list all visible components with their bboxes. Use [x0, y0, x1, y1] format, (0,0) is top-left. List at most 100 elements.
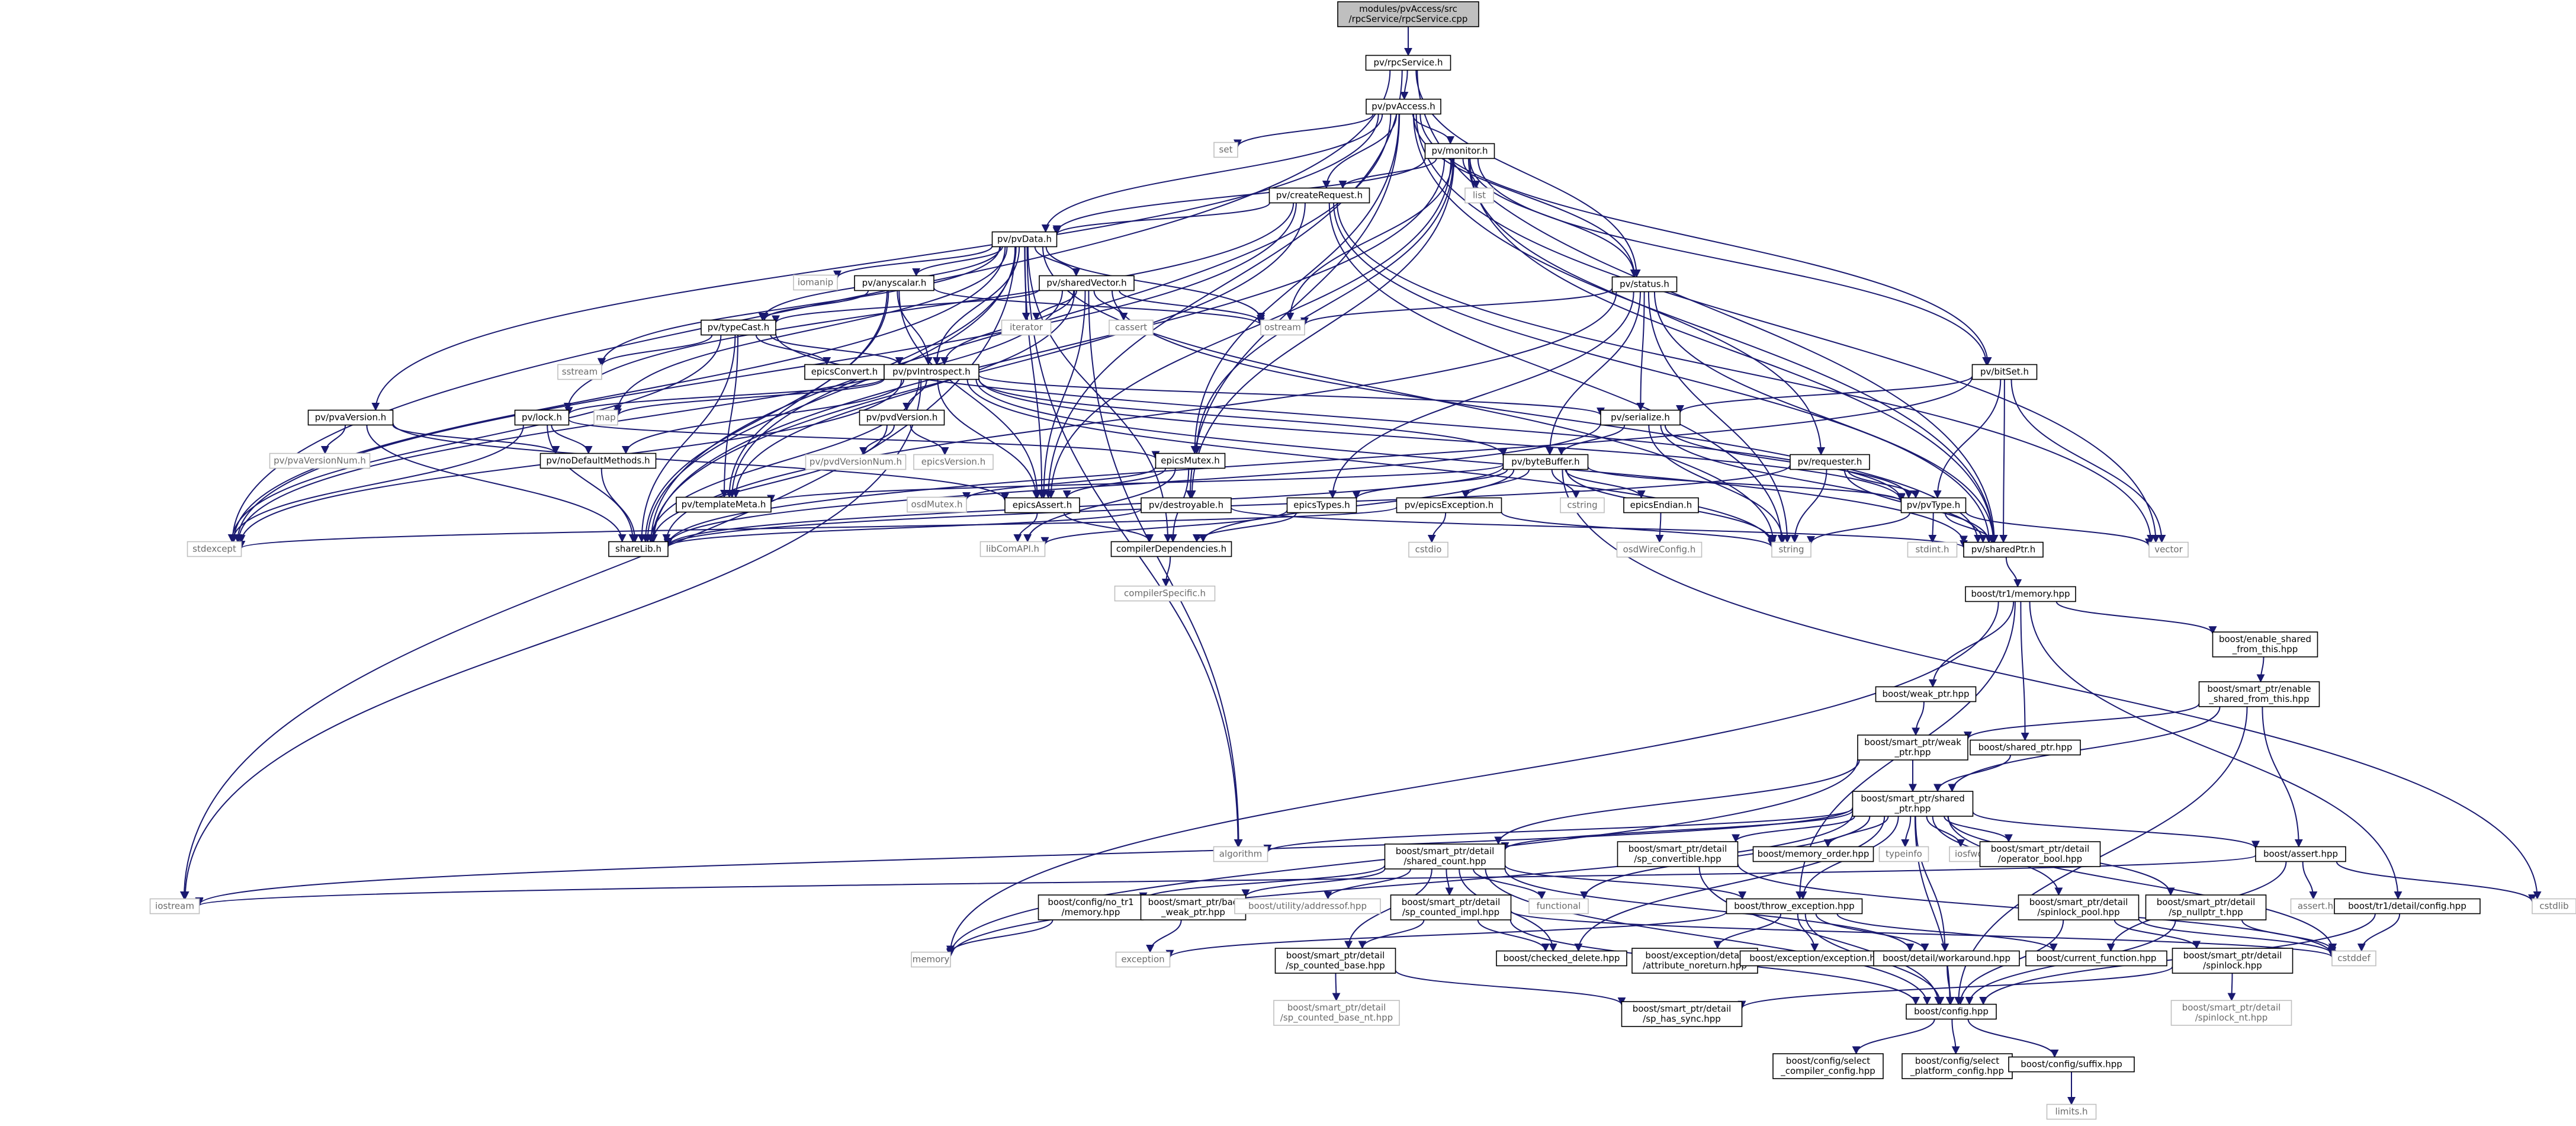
edge-enableShared-to-spEnableShared [2256, 656, 2265, 683]
node-sharedPtr[interactable]: pv/sharedPtr.h [1963, 541, 2044, 558]
node-spHasSync[interactable]: boost/smart_ptr/detail/sp_has_sync.hpp [1621, 1001, 1743, 1027]
node-templateMeta[interactable]: pv/templateMeta.h [676, 496, 772, 513]
node-requester[interactable]: pv/requester.h [1790, 454, 1870, 470]
node-checkedDelete[interactable]: boost/checked_delete.hpp [1496, 950, 1627, 967]
edge-spCountedBase-to-spCountedBaseNt [1332, 973, 1341, 1002]
node-label: memory [913, 954, 950, 965]
node-configHpp[interactable]: boost/config.hpp [1906, 1003, 1997, 1020]
node-epicsException[interactable]: pv/epicsException.h [1396, 497, 1502, 514]
node-epicsMutex[interactable]: epicsMutex.h [1155, 453, 1226, 469]
edge-typeCast-to-templateMeta [720, 335, 738, 498]
node-noDefaultMethods[interactable]: pv/noDefaultMethods.h [539, 453, 657, 469]
edge-spCountedImpl-to-checkedDelete [1477, 919, 1550, 952]
node-osdWireConfig: osdWireConfig.h [1616, 541, 1703, 558]
node-pvType[interactable]: pv/pvType.h [1900, 497, 1967, 514]
node-assertHpp[interactable]: boost/assert.hpp [2255, 846, 2346, 862]
edge-rpcService-to-status [1415, 70, 1641, 278]
edge-byteBuffer-to-epicsException [1461, 469, 1530, 499]
node-exceptionHpp[interactable]: boost/exception/exception.hpp [1739, 950, 1897, 967]
node-epicsEndian[interactable]: epicsEndian.h [1623, 497, 1699, 514]
node-suffix[interactable]: boost/config/suffix.hpp [2008, 1056, 2135, 1073]
node-workaround[interactable]: boost/detail/workaround.hpp [1873, 950, 2020, 967]
node-spCountedImpl[interactable]: boost/smart_ptr/detail/sp_counted_impl.h… [1390, 894, 1512, 920]
node-tr1Config[interactable]: boost/tr1/detail/config.hpp [2334, 898, 2481, 915]
node-sharedCount[interactable]: boost/smart_ptr/detail/shared_count.hpp [1384, 843, 1506, 870]
node-operatorBool[interactable]: boost/smart_ptr/detail/operator_bool.hpp [1979, 841, 2101, 867]
node-spinlock[interactable]: boost/smart_ptr/detail/spinlock.hpp [2172, 948, 2294, 974]
node-spWeakPtr[interactable]: boost/smart_ptr/weak_ptr.hpp [1857, 734, 1968, 761]
node-compilerDependencies[interactable]: compilerDependencies.h [1110, 541, 1232, 557]
edge-spinlockPool-to-cstddef [2138, 918, 2336, 955]
node-box [2046, 1103, 2097, 1120]
node-epicsConvert[interactable]: epicsConvert.h [804, 364, 885, 380]
node-spConvertible[interactable]: boost/smart_ptr/detail/sp_convertible.hp… [1617, 841, 1739, 867]
node-label: boost/smart_ptr/detail [1402, 897, 1501, 908]
node-createRequest[interactable]: pv/createRequest.h [1268, 187, 1370, 204]
node-lock[interactable]: pv/lock.h [514, 409, 570, 426]
node-pvdVersion[interactable]: pv/pvdVersion.h [859, 409, 945, 426]
node-serialize[interactable]: pv/serialize.h [1600, 409, 1681, 426]
edge-requester-to-pvType [1847, 469, 1920, 499]
node-spinlockPool[interactable]: boost/smart_ptr/detail/spinlock_pool.hpp [2018, 894, 2140, 920]
edge-spCountedImpl-to-spCountedBase [1358, 919, 1425, 949]
node-shareLib[interactable]: shareLib.h [608, 541, 669, 557]
node-typeCast[interactable]: pv/typeCast.h [701, 319, 776, 336]
node-tr1memory[interactable]: boost/tr1/memory.hpp [1965, 586, 2076, 602]
node-currentFunction[interactable]: boost/current_function.hpp [2025, 950, 2167, 967]
node-weakPtr[interactable]: boost/weak_ptr.hpp [1875, 686, 1977, 702]
node-monitor[interactable]: pv/monitor.h [1424, 143, 1495, 159]
node-spCountedBase[interactable]: boost/smart_ptr/detail/sp_counted_base.h… [1274, 948, 1396, 974]
edge-status-to-byteBuffer [1546, 291, 1641, 455]
node-label: boost/current_function.hpp [2037, 953, 2157, 964]
node-spSharedPtr[interactable]: boost/smart_ptr/shared_ptr.hpp [1852, 791, 1974, 817]
node-box [307, 409, 394, 426]
edge-anyscalar-to-typeCast [760, 290, 869, 321]
node-label: stdint.h [1915, 544, 1949, 555]
node-pvAccess[interactable]: pv/pvAccess.h [1366, 98, 1441, 115]
edge-spSharedPtr-to-workaround [1915, 816, 1949, 952]
edge-sharedVector-to-iterator [1032, 290, 1077, 321]
node-root[interactable]: modules/pvAccess/src/rpcService/rpcServi… [1337, 1, 1479, 27]
edge-pvAccess-to-epicsMutex [1190, 114, 1400, 454]
node-sharedVector[interactable]: pv/sharedVector.h [1039, 275, 1135, 291]
node-rpcService[interactable]: pv/rpcService.h [1365, 54, 1451, 71]
node-box [1873, 950, 2020, 967]
node-memoryOrder[interactable]: boost/memory_order.hpp [1752, 846, 1874, 862]
node-label: boost/smart_ptr/detail [1396, 846, 1495, 857]
node-enableShared[interactable]: boost/enable_shared_from_this.hpp [2212, 631, 2318, 657]
node-noTr1Memory[interactable]: boost/config/no_tr1/memory.hpp [1038, 894, 1144, 920]
node-badWeakPtr[interactable]: boost/smart_ptr/bad_weak_ptr.hpp [1140, 894, 1247, 920]
node-bitSet[interactable]: pv/bitSet.h [1971, 364, 2038, 380]
node-selectCompiler[interactable]: boost/config/select_compiler_config.hpp [1772, 1053, 1884, 1079]
node-throwException[interactable]: boost/throw_exception.hpp [1726, 898, 1863, 915]
node-iomanip: iomanip [793, 274, 838, 291]
node-box [2212, 631, 2318, 657]
node-epicsTypes[interactable]: epicsTypes.h [1286, 497, 1357, 514]
edge-pvType-to-sharedPtr [1944, 512, 1996, 543]
edge-spinlockPool-to-spinlock [2114, 919, 2201, 949]
edge-sharedCount-to-spCountedBase [1344, 868, 1432, 949]
node-label: /sp_counted_base.hpp [1286, 960, 1385, 971]
node-label: osdWireConfig.h [1623, 544, 1696, 555]
edge-status-to-ostream [1300, 288, 1613, 326]
node-selectPlatform[interactable]: boost/config/select_platform_config.hpp [1902, 1053, 2013, 1079]
node-box [859, 409, 945, 426]
edge-pvIntrospect-to-lock [564, 377, 885, 416]
node-status[interactable]: pv/status.h [1611, 276, 1678, 293]
node-destroyable[interactable]: pv/destroyable.h [1141, 497, 1232, 514]
edge-configHpp-to-suffix [1967, 1019, 2059, 1058]
edge-spSharedPtr-to-assertHpp [1972, 811, 2260, 849]
node-addressof: boost/utility/addressof.hpp [1234, 898, 1381, 915]
edge-byteBuffer-to-cstdlib [1562, 469, 2542, 900]
node-pvIntrospect[interactable]: pv/pvIntrospect.h [884, 364, 979, 380]
node-epicsAssert[interactable]: epicsAssert.h [1004, 497, 1080, 514]
node-pvaVersion[interactable]: pv/pvaVersion.h [307, 409, 394, 426]
node-sharedPtrHpp[interactable]: boost/shared_ptr.hpp [1970, 739, 2081, 756]
node-spEnableShared[interactable]: boost/smart_ptr/enable_shared_from_this.… [2198, 681, 2320, 707]
edge-sharedVector-to-ostream [1119, 290, 1265, 323]
node-pvData[interactable]: pv/pvData.h [991, 231, 1058, 248]
node-anyscalar[interactable]: pv/anyscalar.h [854, 275, 934, 291]
node-attrNoreturn[interactable]: boost/exception/detail/attribute_noretur… [1631, 948, 1758, 974]
node-byteBuffer[interactable]: pv/byteBuffer.h [1502, 454, 1589, 470]
node-spNullptr[interactable]: boost/smart_ptr/detail/sp_nullptr_t.hpp [2145, 894, 2267, 920]
